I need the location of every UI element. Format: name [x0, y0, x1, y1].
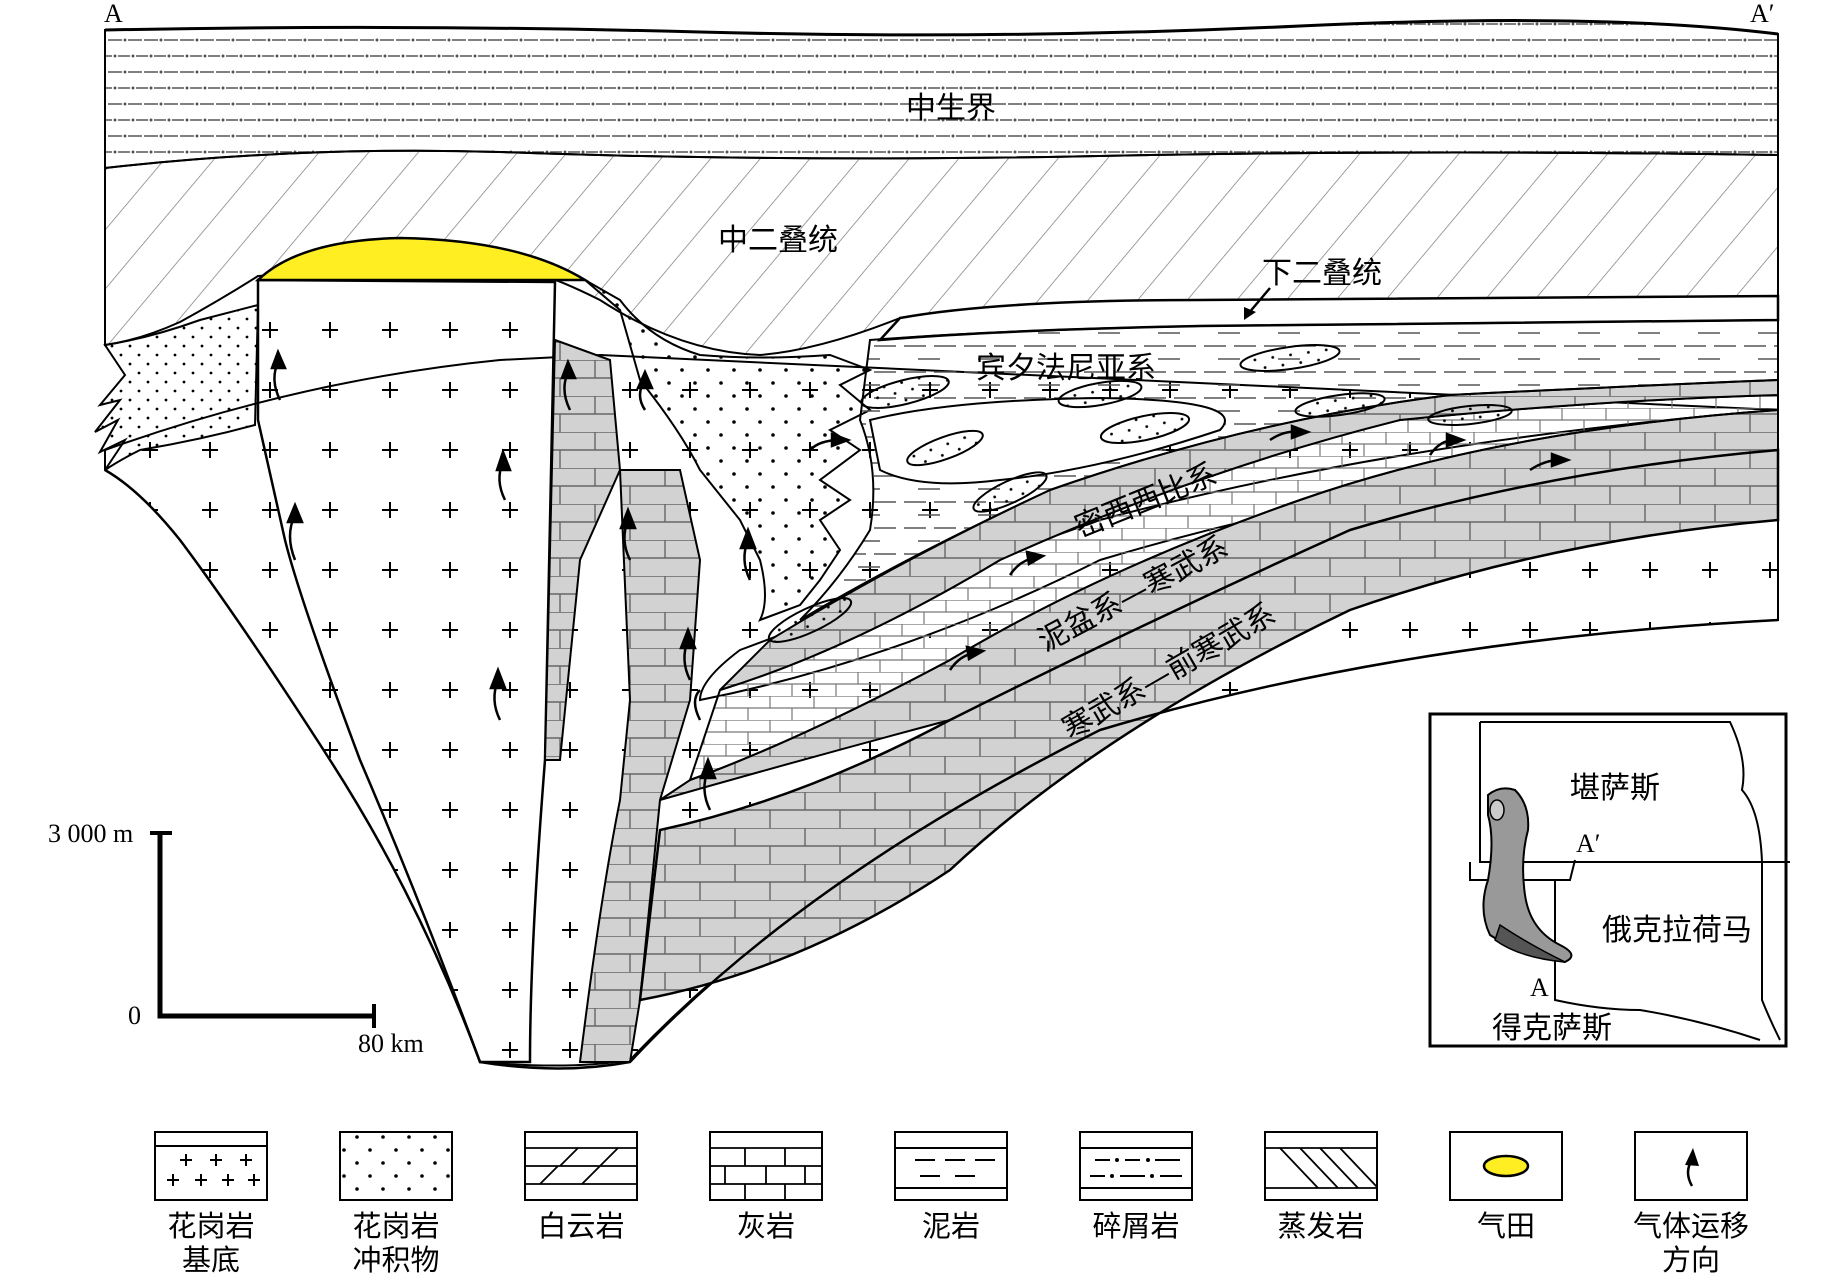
legend-item-granite: [154, 1131, 268, 1201]
inset-texas: 得克萨斯: [1492, 1011, 1612, 1046]
sand-lens: [1239, 344, 1341, 372]
legend-label: 气体运移: [1633, 1209, 1749, 1243]
label-mesozoic: 中生界: [906, 91, 996, 126]
legend-item-evaporite: [1264, 1131, 1378, 1201]
legend-item-clastic: [1079, 1131, 1193, 1201]
legend-label: 冲积物: [352, 1243, 439, 1276]
legend-label: 基底: [182, 1243, 240, 1276]
basin-shape: [1482, 787, 1573, 964]
basin-outline: [104, 468, 1779, 1070]
legend-item-dolomite: [524, 1131, 638, 1201]
inset-oklahoma: 俄克拉荷马: [1602, 913, 1752, 948]
legend-item-granite-wash: [339, 1131, 453, 1201]
legend-label: 白云岩: [537, 1209, 624, 1243]
label-middle-permian: 中二叠统: [718, 223, 838, 258]
inset-map: 堪萨斯 俄克拉荷马 得克萨斯 A A′: [1428, 712, 1790, 1048]
legend-label: 泥岩: [922, 1209, 980, 1243]
granite-wash-right: [584, 279, 873, 622]
section-end-right: A′: [1750, 0, 1774, 28]
legend-label: 气田: [1477, 1209, 1535, 1243]
granite-wash-left: [94, 303, 260, 471]
scale-bar: 3 000 m 0 80 km: [48, 819, 424, 1058]
legend-label: 花岗岩: [167, 1209, 254, 1243]
sand-lens: [1427, 404, 1513, 426]
sand-lens: [860, 375, 950, 409]
scale-horizontal: 80 km: [358, 1029, 424, 1058]
sand-lens: [1057, 379, 1143, 409]
scale-vertical-bottom: 0: [128, 1001, 141, 1030]
fault-sliver-1: [543, 338, 622, 761]
legend-item-gas-field: [1449, 1131, 1563, 1201]
uplift-block: [256, 278, 557, 1064]
legend-label: 花岗岩: [352, 1209, 439, 1243]
lower-permian-pointer: [1247, 287, 1271, 315]
sand-lens: [1099, 411, 1191, 445]
legend-label: 方向: [1662, 1243, 1720, 1276]
sand-lens: [767, 597, 853, 643]
scale-vertical-top: 3 000 m: [48, 819, 133, 848]
legend-item-limestone: [709, 1131, 823, 1201]
inset-point-a-prime: A′: [1576, 829, 1600, 858]
inset-point-a: A: [1530, 973, 1549, 1002]
legend-item-migration: [1634, 1131, 1748, 1201]
migration-arrows: [270, 348, 1572, 811]
label-pennsylvanian: 宾夕法尼亚系: [976, 351, 1156, 386]
legend-label: 灰岩: [737, 1209, 795, 1243]
gas-field: [254, 236, 590, 282]
inset-kansas: 堪萨斯: [1570, 771, 1660, 806]
legend-item-mudstone: [894, 1131, 1008, 1201]
sand-lens: [1294, 392, 1386, 418]
legend: [154, 1131, 1748, 1201]
legend-label: 蒸发岩: [1277, 1209, 1364, 1243]
legend-label: 碎屑岩: [1092, 1209, 1179, 1243]
label-lower-permian: 下二叠统: [1262, 256, 1382, 291]
sand-lens: [972, 471, 1048, 513]
pennsylvanian-layer: [799, 318, 1779, 621]
sand-lens: [906, 429, 984, 467]
section-end-left: A: [104, 0, 123, 28]
